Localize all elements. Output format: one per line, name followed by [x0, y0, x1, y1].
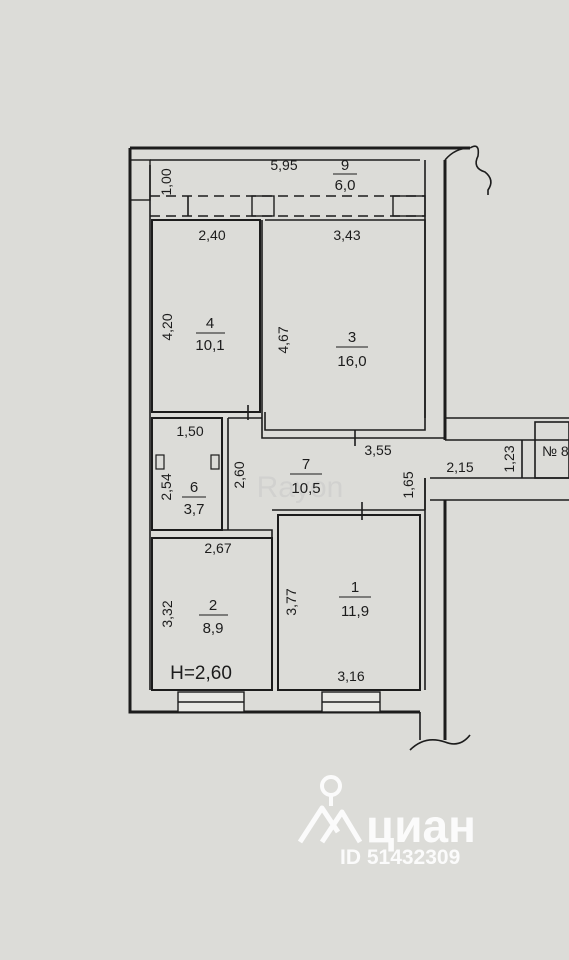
- dim-2-60: 2,60: [231, 461, 247, 488]
- dim-1-23: 1,23: [501, 445, 517, 472]
- cian-watermark: циан ID 51432309: [297, 775, 476, 869]
- dim-3-16: 3,16: [337, 668, 364, 684]
- dim-5-95: 5,95: [270, 157, 297, 173]
- listing-id: ID 51432309: [340, 846, 460, 869]
- room-1-area: 11,9: [341, 603, 369, 620]
- room-4-area: 10,1: [195, 337, 224, 354]
- dim-4-67: 4,67: [275, 326, 291, 353]
- room-9-number: 9: [341, 157, 349, 174]
- ceiling-height: Н=2,60: [170, 663, 232, 684]
- room-6-number: 6: [190, 479, 198, 496]
- room-9-outline: [129, 159, 426, 217]
- dim-3-32: 3,32: [159, 600, 175, 627]
- dim-1-65: 1,65: [400, 471, 416, 498]
- dim-2-40: 2,40: [198, 227, 225, 243]
- dim-2-54: 2,54: [158, 473, 174, 500]
- dim-1-00: 1,00: [158, 168, 174, 195]
- room-3-number: 3: [348, 329, 356, 346]
- dim-3-43: 3,43: [333, 227, 360, 243]
- interior-walls: [151, 219, 569, 713]
- dim-1-50: 1,50: [176, 423, 203, 439]
- room-7-number: 7: [302, 456, 310, 473]
- neighbor-label: № 8: [542, 443, 569, 459]
- room-7-area: 10,5: [291, 480, 320, 497]
- dim-3-77: 3,77: [283, 588, 299, 615]
- room-2-number: 2: [209, 597, 217, 614]
- room-labels: 9 6,0 4 10,1 3 16,0 7 10,5 6 3,7 2 8,9 1…: [182, 157, 371, 637]
- cian-logo-icon: [297, 775, 363, 844]
- dim-2-67: 2,67: [204, 540, 231, 556]
- dim-2-15: 2,15: [446, 459, 473, 475]
- room-2-area: 8,9: [203, 620, 224, 637]
- room-3-area: 16,0: [337, 353, 366, 370]
- room-1-number: 1: [351, 579, 359, 596]
- dim-4-20: 4,20: [159, 313, 175, 340]
- dim-3-55: 3,55: [364, 442, 391, 458]
- room-4-number: 4: [206, 315, 214, 332]
- room-9-area: 6,0: [335, 177, 356, 194]
- faint-watermark: Rayon: [257, 471, 344, 504]
- room-6-area: 3,7: [184, 501, 205, 518]
- dimension-labels: 1,00 5,95 2,40 3,43 4,20 4,67 1,50 3,55 …: [158, 157, 569, 684]
- cian-brand-text: циан: [366, 800, 476, 852]
